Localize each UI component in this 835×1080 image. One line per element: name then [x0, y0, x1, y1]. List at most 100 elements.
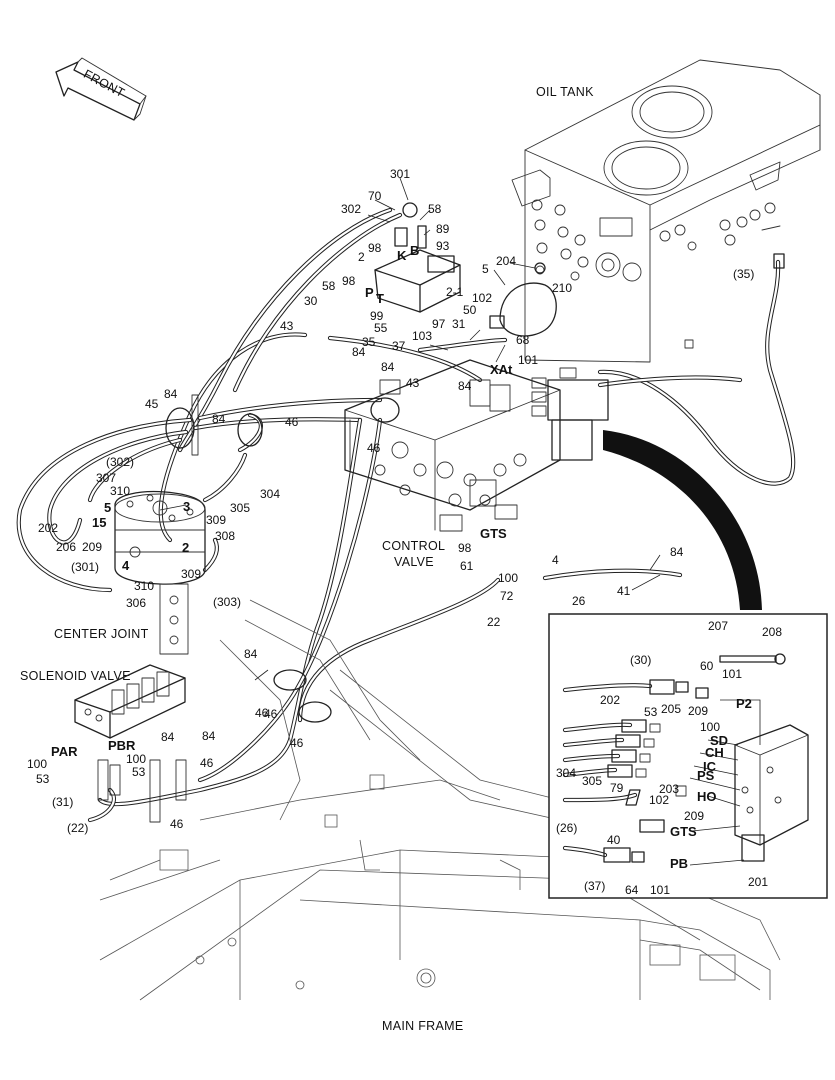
- part-label: 35: [362, 335, 376, 349]
- part-label: 84: [164, 387, 178, 401]
- inset-label: CH: [705, 745, 724, 760]
- part-label: 209: [82, 540, 102, 554]
- part-label: 3: [183, 499, 190, 514]
- part-label: 46: [367, 441, 381, 455]
- inset-label: GTS: [670, 824, 697, 839]
- center-joint: CENTER JOINT: [54, 490, 206, 655]
- inset-label: 207: [708, 619, 728, 633]
- part-label: 100: [498, 571, 518, 585]
- part-label: 22: [487, 615, 501, 629]
- control-valve-label-1: CONTROL: [382, 539, 445, 553]
- part-label: 43: [280, 319, 294, 333]
- inset-label: 201: [748, 875, 768, 889]
- part-label: (31): [52, 795, 73, 809]
- inset-label: 205: [661, 702, 681, 716]
- inset-label: 60: [700, 659, 714, 673]
- part-label: 306: [126, 596, 146, 610]
- part-label: 100: [27, 757, 47, 771]
- hose-bundle: [16, 207, 743, 823]
- inset-label: (26): [556, 821, 577, 835]
- inset-label: SD: [710, 733, 728, 748]
- part-label: 302: [341, 202, 361, 216]
- solenoid-valve-label: SOLENOID VALVE: [20, 669, 131, 683]
- part-label: 58: [322, 279, 336, 293]
- part-label: 72: [500, 589, 514, 603]
- part-label: (301): [71, 560, 99, 574]
- inset-label: P2: [736, 696, 752, 711]
- oil-tank-label: OIL TANK: [536, 85, 594, 99]
- part-label: 101: [518, 353, 538, 367]
- part-label: 26: [572, 594, 586, 608]
- inset-label: 53: [644, 705, 658, 719]
- part-labels: 301 70 302 58 89 98 93 2 K B 5 204 210 (…: [27, 167, 754, 835]
- inset-label: PS: [697, 768, 715, 783]
- part-label: 304: [260, 487, 280, 501]
- detail-inset: [548, 613, 828, 899]
- inset-label: 64: [625, 883, 639, 897]
- part-label: 46: [170, 817, 184, 831]
- part-label: T: [376, 291, 384, 306]
- part-label: 210: [552, 281, 572, 295]
- inset-label: 209: [684, 809, 704, 823]
- part-label: 97: [432, 317, 446, 331]
- part-label: 98: [368, 241, 382, 255]
- part-label: 46: [264, 707, 278, 721]
- part-label: B: [410, 243, 419, 258]
- part-label: 204: [496, 254, 516, 268]
- main-frame-label: MAIN FRAME: [382, 1019, 463, 1033]
- part-label: 206: [56, 540, 76, 554]
- control-valve-label-2: VALVE: [394, 555, 434, 569]
- inset-label: 209: [688, 704, 708, 718]
- part-label: 53: [132, 765, 146, 779]
- clamps: [149, 394, 400, 823]
- part-label: 310: [134, 579, 154, 593]
- part-label: 58: [428, 202, 442, 216]
- front-label: FRONT: [81, 67, 127, 100]
- inset-label: 203: [659, 782, 679, 796]
- part-label: 84: [352, 345, 366, 359]
- part-label: 84: [381, 360, 395, 374]
- center-joint-label: CENTER JOINT: [54, 627, 149, 641]
- part-label: 46: [200, 756, 214, 770]
- part-label: 68: [516, 333, 530, 347]
- part-label: 41: [617, 584, 631, 598]
- part-label: 308: [215, 529, 235, 543]
- front-arrow-icon: FRONT: [55, 57, 147, 121]
- part-label: XAt: [490, 362, 513, 377]
- part-label: K: [397, 248, 407, 263]
- main-frame: MAIN FRAME: [99, 599, 781, 1033]
- part-label: 5: [104, 500, 111, 515]
- part-label: (303): [213, 595, 241, 609]
- part-label: P: [365, 285, 374, 300]
- inset-label: 305: [582, 774, 602, 788]
- part-label: 98: [458, 541, 472, 555]
- inset-labels: 207 208 (30) 60 101 P2 202 53 205 209 10…: [556, 619, 782, 897]
- part-label: 46: [285, 415, 299, 429]
- part-label: 102: [472, 291, 492, 305]
- part-label: 84: [161, 730, 175, 744]
- upper-solenoid-valve: [374, 202, 461, 313]
- part-label: (35): [733, 267, 754, 281]
- control-valve: [344, 359, 609, 532]
- part-label: 99: [370, 309, 384, 323]
- part-label: 307: [96, 471, 116, 485]
- part-label: 89: [436, 222, 450, 236]
- part-label: 2: [182, 540, 189, 555]
- inset-label: 101: [650, 883, 670, 897]
- part-label: 93: [436, 239, 450, 253]
- inset-label: 208: [762, 625, 782, 639]
- part-label: 4: [552, 553, 559, 567]
- part-label: 46: [255, 706, 269, 720]
- inset-label: 101: [722, 667, 742, 681]
- part-label: 46: [290, 736, 304, 750]
- part-label: 31: [452, 317, 466, 331]
- part-label: 84: [670, 545, 684, 559]
- part-label: 84: [202, 729, 216, 743]
- part-label: 43: [406, 376, 420, 390]
- part-label: 301: [390, 167, 410, 181]
- part-label: 84: [212, 412, 226, 426]
- part-label: 2-1: [446, 285, 464, 299]
- part-label: PAR: [51, 744, 78, 759]
- part-label: GTS: [480, 526, 507, 541]
